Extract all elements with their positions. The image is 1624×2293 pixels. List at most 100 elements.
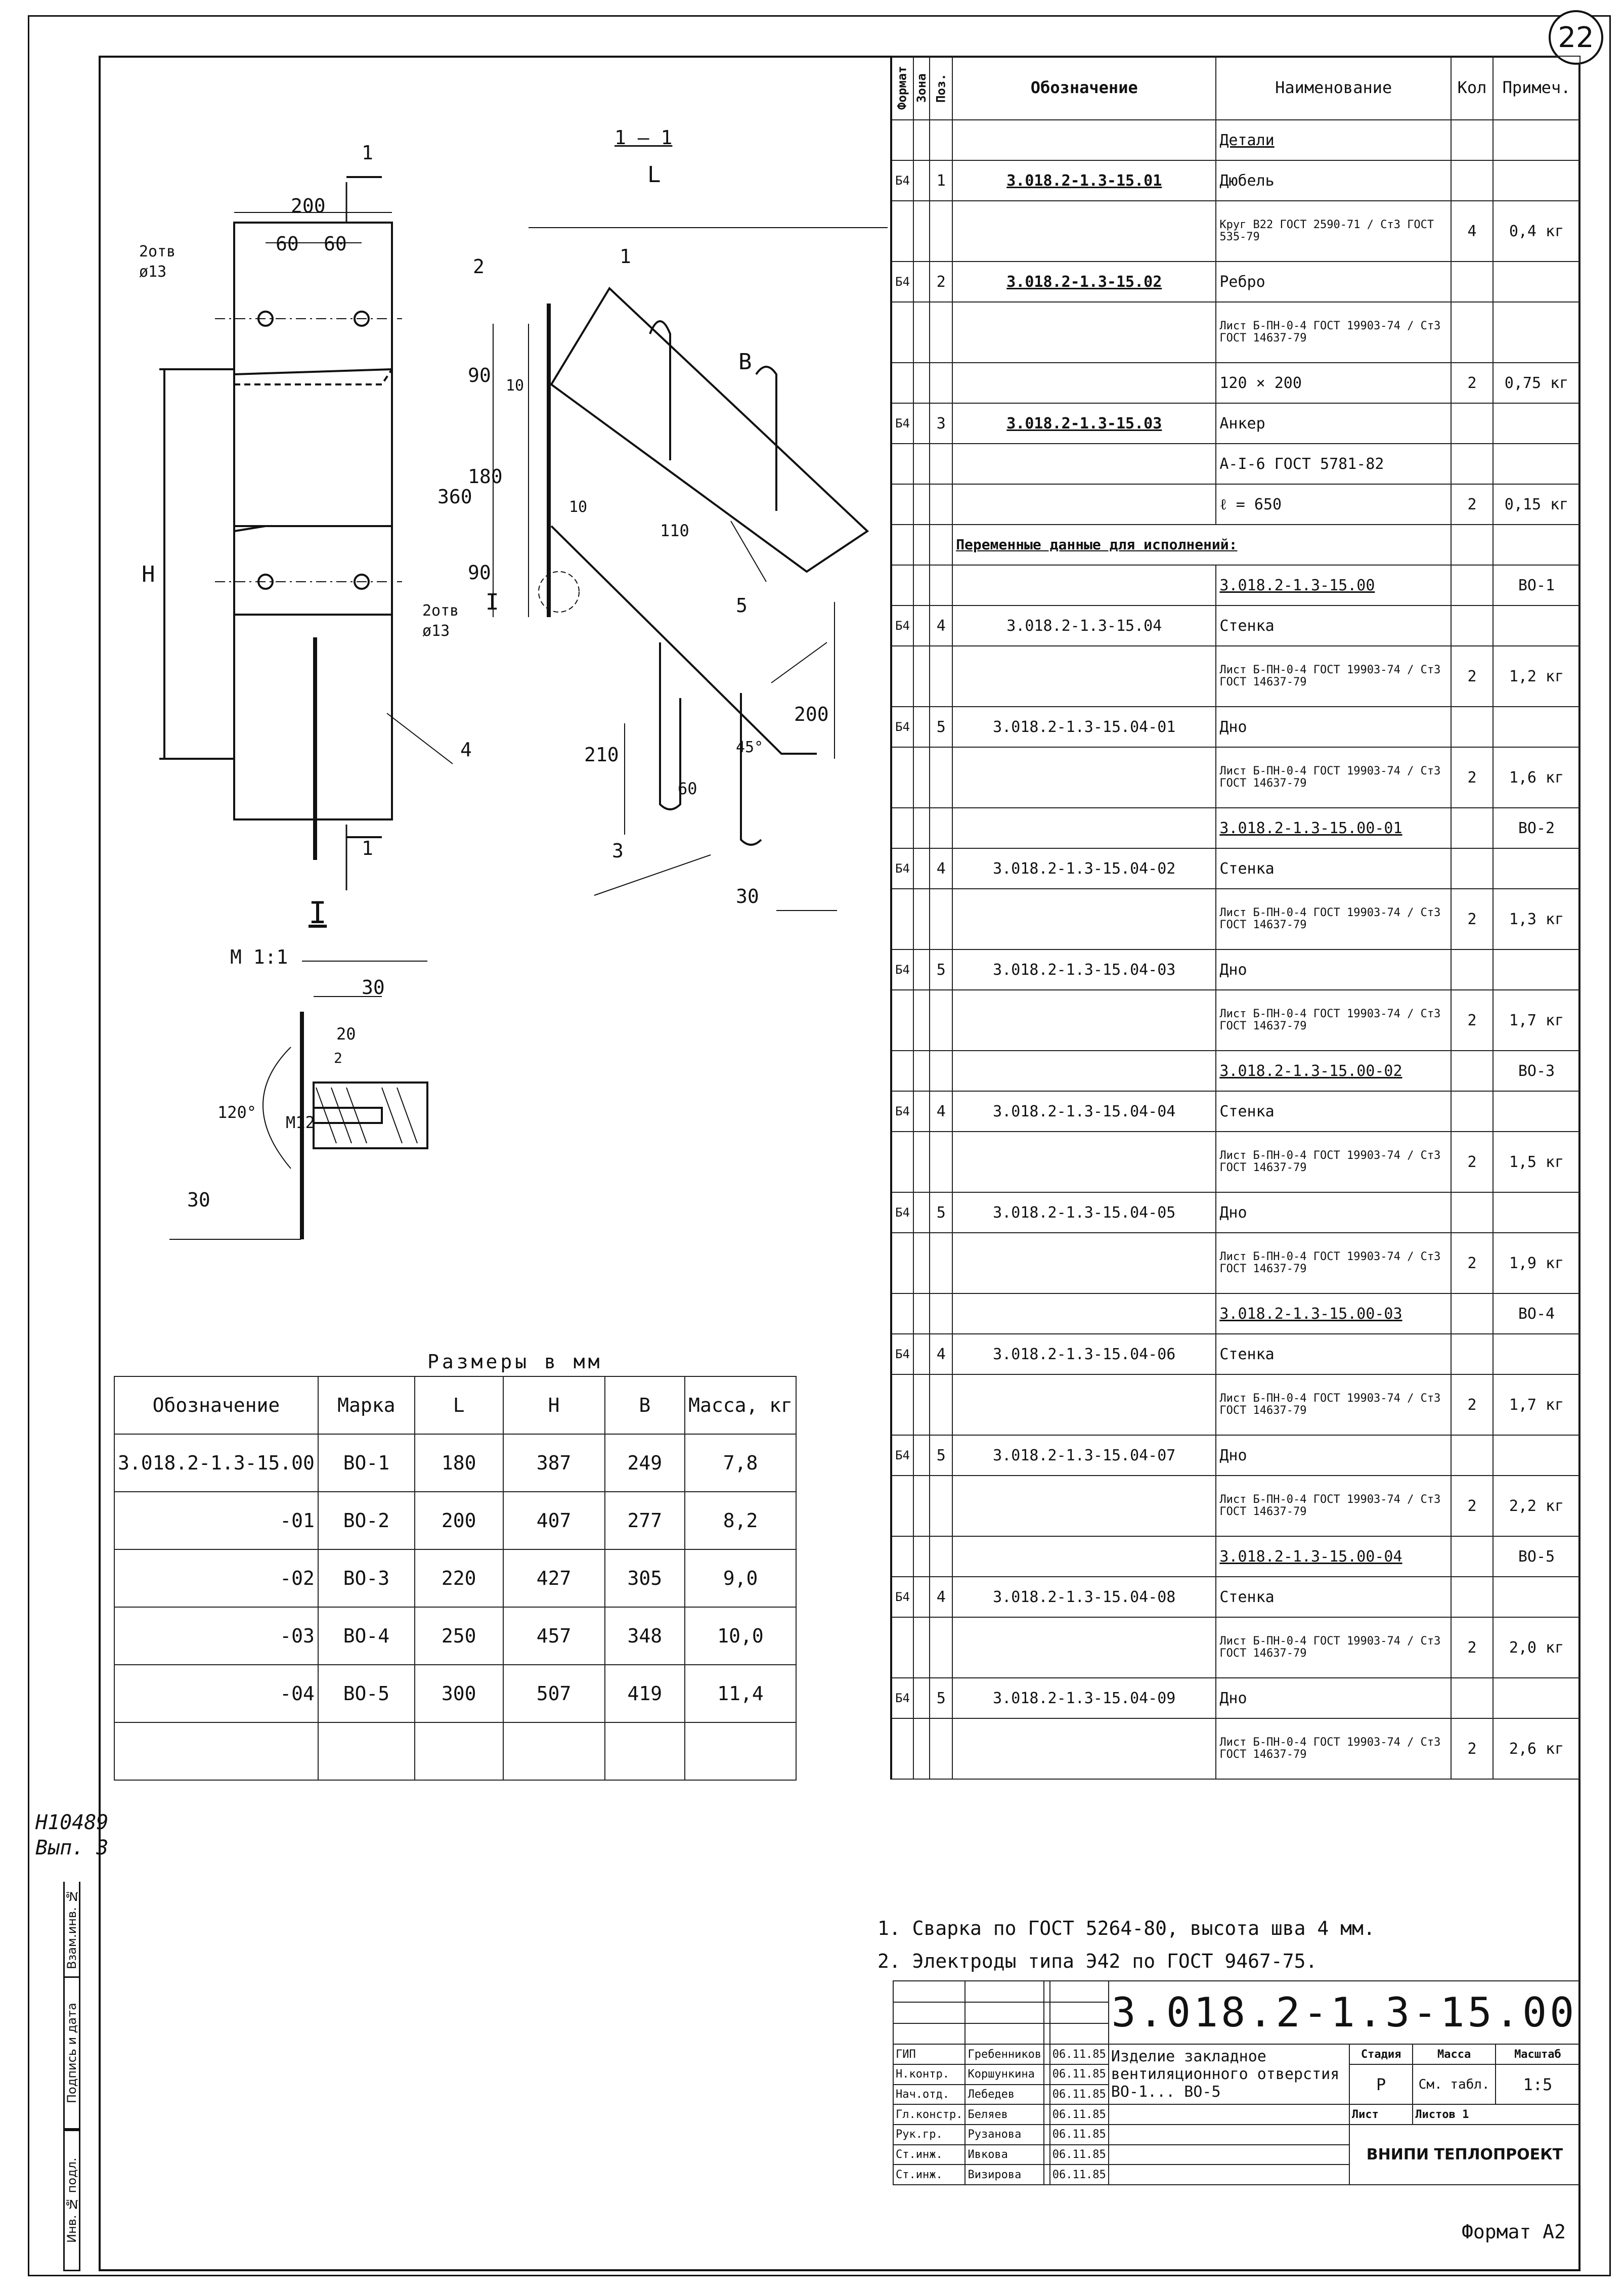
dim-col-L: L	[414, 1376, 504, 1435]
title-signature	[1043, 2063, 1050, 2085]
spec-cell-f: Б4	[891, 160, 914, 201]
spec-cell-q: 2	[1451, 1232, 1494, 1294]
spec-cell-m: ВО-1	[1493, 565, 1581, 606]
spec-row: Лист Б-ПН-0-4 ГОСТ 19903-74 / Ст3 ГОСТ 1…	[891, 1232, 1581, 1294]
spec-cell-zone	[912, 949, 931, 990]
spec-cell-zone	[912, 1475, 931, 1537]
spec-row: Лист Б-ПН-0-4 ГОСТ 19903-74 / Ст3 ГОСТ 1…	[891, 747, 1581, 808]
dim-60s: 60	[678, 779, 697, 798]
spec-cell-d: 3.018.2-1.3-15.04	[952, 605, 1217, 646]
spec-cell-p	[929, 524, 953, 566]
spec-cell-n: Дно	[1215, 1435, 1452, 1476]
spec-cell-q	[1451, 1677, 1494, 1719]
spec-cell-n: А-I-6 ГОСТ 5781-82	[1215, 443, 1452, 485]
dim-table-cell: -01	[114, 1491, 319, 1550]
detail-angle: 120°	[217, 1103, 257, 1122]
spec-cell-p: 5	[929, 1435, 953, 1476]
spec-cell-n: Лист Б-ПН-0-4 ГОСТ 19903-74 / Ст3 ГОСТ 1…	[1215, 747, 1452, 808]
spec-cell-n: Лист Б-ПН-0-4 ГОСТ 19903-74 / Ст3 ГОСТ 1…	[1215, 1617, 1452, 1678]
spec-cell-m	[1493, 403, 1581, 444]
spec-cell-q: 2	[1451, 989, 1494, 1051]
spec-cell-p	[929, 1536, 953, 1577]
spec-cell-p	[929, 807, 953, 849]
dim-180: 180	[468, 465, 503, 488]
spec-cell-p	[929, 645, 953, 707]
dim-table-cell	[114, 1722, 319, 1781]
spec-cell-zone	[912, 443, 931, 485]
dim-table-empty-row	[114, 1722, 797, 1781]
spec-cell-f	[891, 200, 914, 262]
title-name: Рузанова	[964, 2124, 1045, 2145]
spec-cell-m	[1493, 1333, 1581, 1375]
section-label: 1 – 1	[615, 126, 673, 149]
spec-cell-m	[1493, 706, 1581, 748]
spec-cell-p: 4	[929, 1576, 953, 1618]
spec-cell-m: 0,15 кг	[1493, 484, 1581, 525]
spec-cell-m	[1493, 605, 1581, 646]
title-role: Ст.инж.	[892, 2164, 966, 2185]
spec-cell-n: Стенка	[1215, 1091, 1452, 1132]
sheet-header: Лист	[1348, 2104, 1414, 2125]
spec-cell-n: Детали	[1215, 119, 1452, 161]
spec-cell-f	[891, 362, 914, 404]
detail-callout: I	[486, 589, 499, 615]
sidebar-sign-date: Подпись и дата	[63, 1978, 80, 2130]
cut-mark-top: 1	[362, 142, 373, 164]
spec-cell-p	[929, 1374, 953, 1436]
spec-cell-f	[891, 119, 914, 161]
spec-row: Лист Б-ПН-0-4 ГОСТ 19903-74 / Ст3 ГОСТ 1…	[891, 1718, 1581, 1780]
dim-30s: 30	[736, 885, 759, 907]
spec-cell-m: 0,75 кг	[1493, 362, 1581, 404]
dim-h: Н	[142, 561, 155, 587]
spec-cell-n: 3.018.2-1.3-15.00-01	[1215, 807, 1452, 849]
dim-table-cell: ВО-3	[317, 1549, 415, 1608]
spec-cell-p: 4	[929, 605, 953, 646]
dim-10b: 10	[569, 498, 588, 516]
spec-cell-n: Дюбель	[1215, 160, 1452, 201]
dim-210: 210	[584, 744, 619, 766]
spec-header: Формат Зона Поз. Обозначение Наименовани…	[891, 56, 1581, 120]
dim-60b: 60	[324, 233, 347, 255]
spec-cell-f	[891, 484, 914, 525]
specification-table: Формат Зона Поз. Обозначение Наименовани…	[890, 56, 1581, 1780]
title-role: Гл.констр.	[892, 2104, 966, 2125]
title-name: Визирова	[964, 2164, 1045, 2185]
detail-dim-30: 30	[362, 976, 385, 999]
dim-table-cell: ВО-4	[317, 1607, 415, 1665]
spec-cell-f	[891, 1536, 914, 1577]
spec-col-zone: Зона	[913, 56, 930, 120]
spec-col-note: Примеч.	[1493, 56, 1581, 120]
spec-cell-f	[891, 565, 914, 606]
spec-cell-m	[1493, 1192, 1581, 1233]
spec-cell-q	[1451, 1091, 1494, 1132]
spec-cell-zone	[912, 160, 931, 201]
dim-table-cell: 300	[414, 1664, 504, 1723]
dim-table-cell: 305	[604, 1549, 686, 1608]
spec-cell-zone	[912, 1232, 931, 1294]
dim-110: 110	[660, 521, 689, 540]
spec-cell-f	[891, 1718, 914, 1780]
spec-cell-f: Б4	[891, 848, 914, 889]
spec-cell-zone	[912, 119, 931, 161]
spec-cell-m	[1493, 160, 1581, 201]
spec-cell-zone	[912, 605, 931, 646]
spec-cell-zone	[912, 1293, 931, 1334]
dim-table-cell: 387	[502, 1434, 605, 1492]
title-signature	[1043, 2144, 1050, 2166]
spec-cell-q	[1451, 524, 1494, 566]
spec-cell-m	[1493, 1091, 1581, 1132]
title-name: Лебедев	[964, 2084, 1045, 2105]
spec-row: Лист Б-ПН-0-4 ГОСТ 19903-74 / Ст3 ГОСТ 1…	[891, 301, 1581, 363]
archive-code: Н10489	[35, 1811, 109, 1834]
spec-row: Лист Б-ПН-0-4 ГОСТ 19903-74 / Ст3 ГОСТ 1…	[891, 1617, 1581, 1678]
spec-cell-m: 1,2 кг	[1493, 645, 1581, 707]
spec-cell-f	[891, 443, 914, 485]
dim-table-cell: 348	[604, 1607, 686, 1665]
spec-cell-p: 4	[929, 848, 953, 889]
scale-value: 1:5	[1495, 2063, 1581, 2105]
